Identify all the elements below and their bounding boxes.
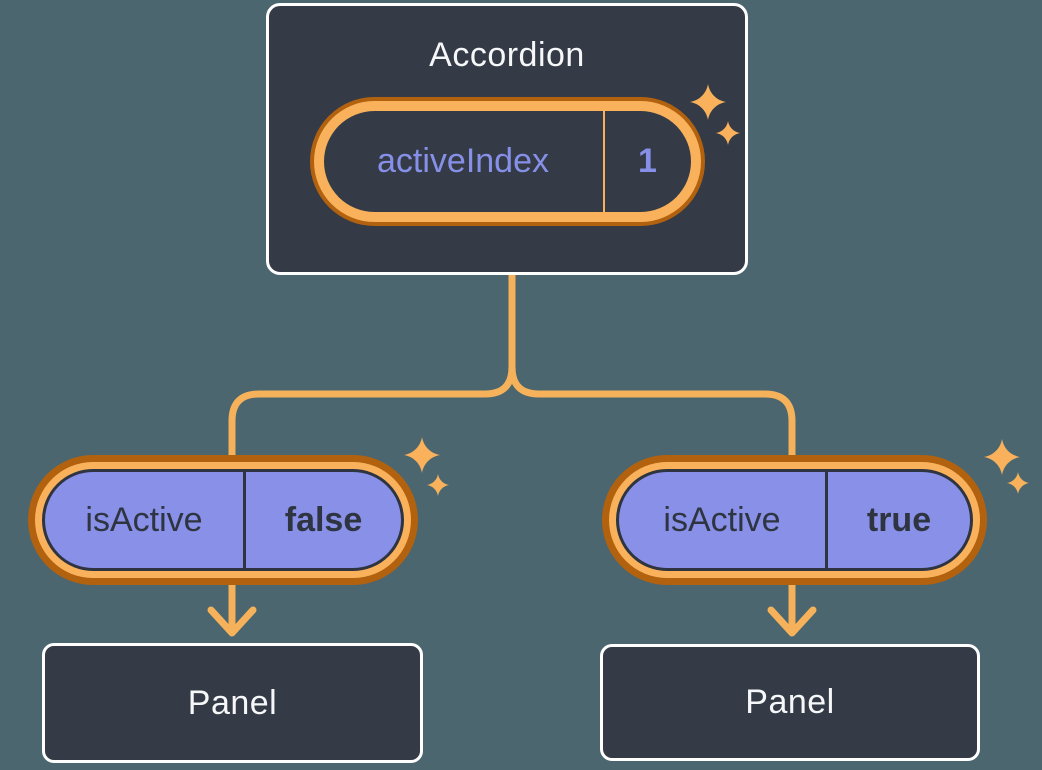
prop-pill-divider	[825, 472, 828, 568]
accordion-component-box: Accordion activeIndex 1	[266, 3, 748, 275]
sparkle-icon	[984, 439, 1020, 475]
sparkle-icon	[427, 474, 449, 496]
prop-pill-isactive-false: isActive false	[28, 455, 418, 585]
state-pill-divider	[602, 111, 605, 212]
prop-label: isActive	[85, 500, 203, 539]
arrow-right-head	[767, 606, 817, 637]
state-label: activeIndex	[377, 142, 549, 180]
prop-pill-isactive-true: isActive true	[602, 455, 987, 585]
prop-value: true	[866, 500, 932, 539]
prop-label: isActive	[663, 500, 781, 539]
panel-label: Panel	[745, 683, 835, 721]
state-value: 1	[638, 142, 657, 180]
prop-pill-divider	[243, 472, 246, 568]
sparkle-icon	[1007, 472, 1029, 494]
sparkle-icon	[404, 437, 440, 473]
state-pill: activeIndex 1	[309, 97, 705, 226]
panel-label: Panel	[187, 683, 278, 722]
connector-root-to-left	[228, 271, 516, 466]
connector-root-to-right	[508, 271, 796, 466]
panel-box-left: Panel	[42, 643, 423, 763]
arrow-left-head	[207, 606, 257, 637]
accordion-title: Accordion	[429, 36, 585, 74]
panel-box-right: Panel	[600, 644, 980, 761]
prop-value: false	[284, 500, 363, 539]
